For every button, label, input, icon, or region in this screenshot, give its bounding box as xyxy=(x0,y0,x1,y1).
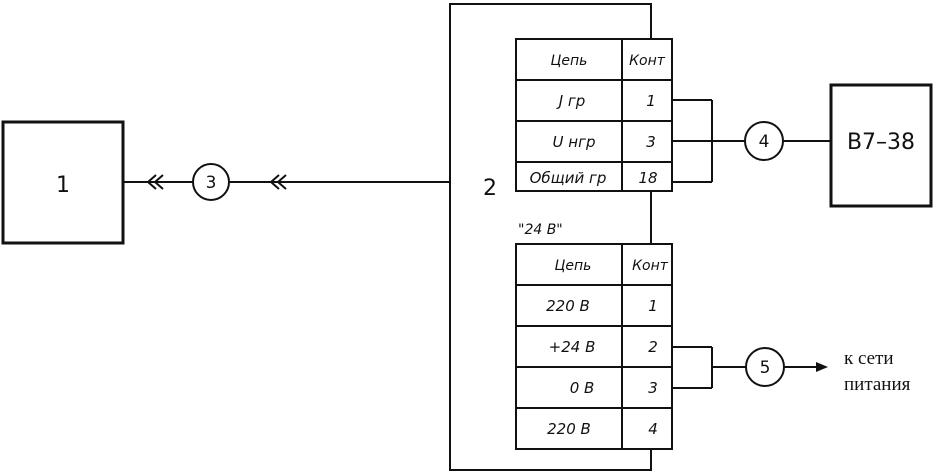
table-bottom-row-circuit: +24 В xyxy=(549,338,596,356)
table-top-row-circuit: U нгр xyxy=(553,133,596,151)
connector-3-label: 3 xyxy=(206,173,217,193)
table-bottom-row-circuit: 0 В xyxy=(570,379,595,397)
table-bottom-row-contact: 4 xyxy=(648,420,658,438)
table-top-row-contact: 18 xyxy=(638,169,657,187)
table-bottom-row-contact: 3 xyxy=(648,379,658,397)
power-label-line1: к сети xyxy=(844,348,894,369)
table-top-row-circuit: J гр xyxy=(556,92,586,110)
power-label-line2: питания xyxy=(844,374,911,395)
block-1-label: 1 xyxy=(56,173,70,198)
table-top-header-circuit: Цепь xyxy=(551,53,588,69)
table-top-row-circuit: Общий гр xyxy=(530,169,607,187)
connector-3-circle xyxy=(192,163,230,201)
table-bottom-header-circuit: Цепь xyxy=(555,258,592,274)
cable-5: 5 xyxy=(672,346,828,389)
block-2: 2 xyxy=(449,3,652,471)
chevron-left-icon xyxy=(276,174,287,190)
table-top-row-contact: 1 xyxy=(646,92,656,110)
cable-3: 3 xyxy=(123,163,450,201)
table-bottom-row-circuit: 220 В xyxy=(547,420,591,438)
table-bottom-header-contact: Конт xyxy=(632,258,669,274)
block-1: 1 xyxy=(1,120,125,245)
meter-block: В7–38 xyxy=(829,83,933,208)
table-bottom-row-contact: 2 xyxy=(648,338,658,356)
table-top: Цепь Конт J гр 1 U нгр 3 Общий гр 18 xyxy=(515,38,673,192)
table-bottom-row-contact: 1 xyxy=(648,297,658,315)
connector-4-label: 4 xyxy=(759,132,770,152)
cable-4: 4 xyxy=(672,99,831,183)
table-top-row-contact: 3 xyxy=(646,133,656,151)
block-2-label: 2 xyxy=(483,176,497,201)
meter-label: В7–38 xyxy=(847,130,915,155)
chevron-left-icon xyxy=(153,174,164,190)
table-top-header-contact: Конт xyxy=(629,53,666,69)
chevron-left-icon xyxy=(269,174,280,190)
chevron-left-icon xyxy=(146,174,157,190)
connector-5-label: 5 xyxy=(760,358,771,378)
table-bottom-caption: "24 В" xyxy=(518,222,563,238)
table-bottom: Цепь Конт 220 В 1 +24 В 2 0 В 3 220 В 4 xyxy=(515,243,673,450)
table-bottom-row-circuit: 220 В xyxy=(546,297,590,315)
arrow-right-icon xyxy=(816,362,828,372)
